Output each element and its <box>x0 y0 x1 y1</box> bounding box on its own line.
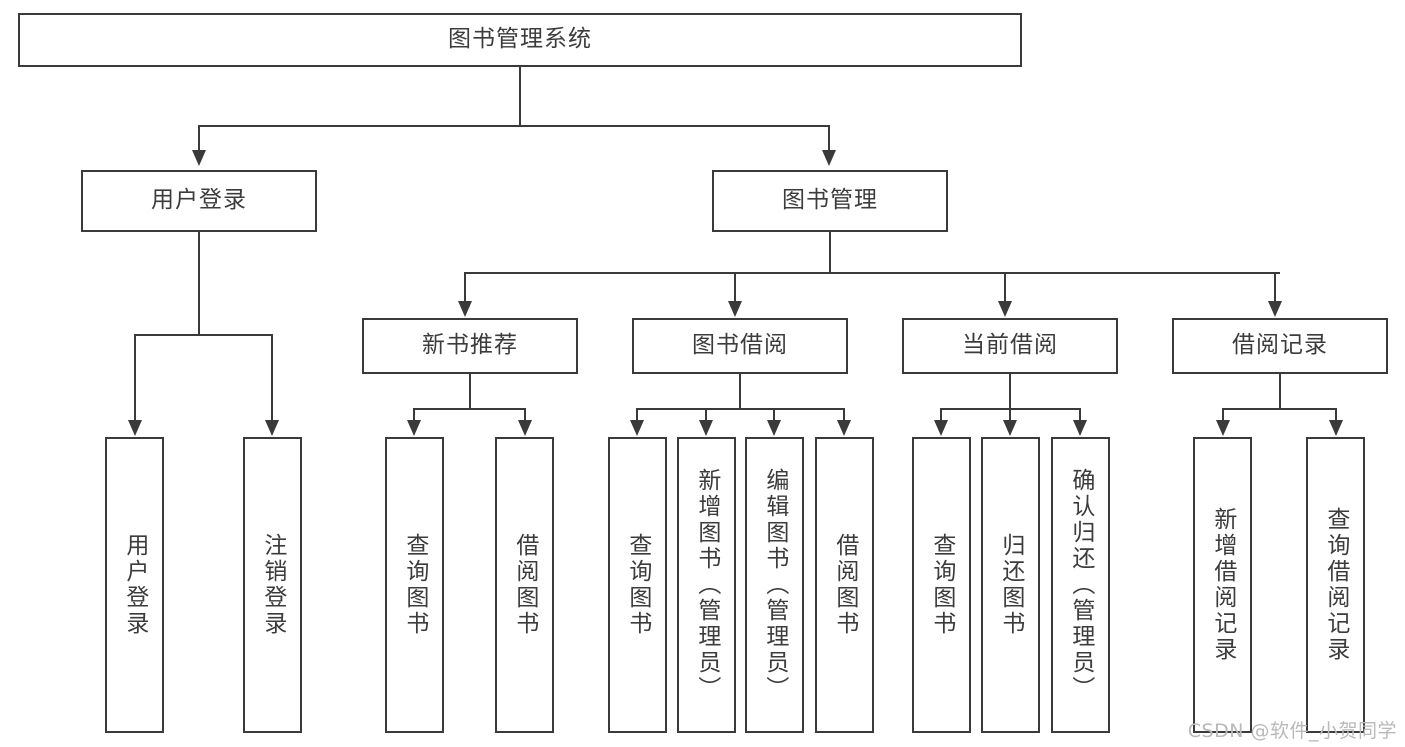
leaf-label: 归还图书 <box>997 533 1024 637</box>
connector-current-borrow-drop-1 <box>940 408 942 421</box>
arrow-to-book-borrow <box>728 301 742 317</box>
arrow-to-user-login <box>192 150 206 166</box>
connector-new-book-stem <box>469 374 471 408</box>
connector-current-borrow-drop-2 <box>1009 408 1011 421</box>
connector-root-stem <box>519 67 521 125</box>
connector-book-borrow-drop-4 <box>843 408 845 421</box>
arrow-to-leaf-query-record <box>1329 420 1343 436</box>
leaf-query-book-new[interactable]: 查询图书 <box>385 437 444 733</box>
arrow-to-leaf-borrow-book-1 <box>518 420 532 436</box>
connector-level3-drop-2 <box>734 272 736 302</box>
leaf-label: 借阅图书 <box>511 533 538 637</box>
leaf-label: 用户登录 <box>121 533 148 637</box>
connector-user-login-bus <box>134 334 272 336</box>
leaf-label: 新增图书（管理员） <box>693 468 720 702</box>
arrow-to-leaf-edit-book <box>767 420 781 436</box>
leaf-logout[interactable]: 注销登录 <box>243 437 302 733</box>
arrow-to-leaf-query-book-1 <box>407 420 421 436</box>
connector-user-login-drop-1 <box>134 334 136 421</box>
leaf-query-borrow-record[interactable]: 查询借阅记录 <box>1306 437 1365 733</box>
connector-book-borrow-drop-3 <box>773 408 775 421</box>
connector-level3-drop-1 <box>464 272 466 302</box>
connector-level2-bus <box>198 125 830 127</box>
arrow-to-leaf-add-record <box>1216 420 1230 436</box>
connector-book-borrow-bus <box>636 408 844 410</box>
leaf-borrow-book-new[interactable]: 借阅图书 <box>495 437 554 733</box>
csdn-watermark: CSDN @软件_小贺同学 <box>1187 720 1397 742</box>
arrow-to-book-manage <box>822 150 836 166</box>
arrow-to-leaf-borrow-book-2 <box>837 420 851 436</box>
node-label: 借阅记录 <box>1232 332 1328 359</box>
leaf-label: 查询图书 <box>928 533 955 637</box>
arrow-to-leaf-query-book-3 <box>934 420 948 436</box>
connector-book-borrow-stem <box>739 374 741 408</box>
leaf-add-book-admin[interactable]: 新增图书（管理员） <box>677 437 736 733</box>
leaf-borrow-book[interactable]: 借阅图书 <box>815 437 874 733</box>
leaf-add-borrow-record[interactable]: 新增借阅记录 <box>1193 437 1252 733</box>
arrow-to-leaf-user-login <box>128 420 142 436</box>
node-label: 图书管理系统 <box>448 26 592 53</box>
connector-book-manage-stem <box>829 232 831 272</box>
connector-current-borrow-drop-3 <box>1079 408 1081 421</box>
leaf-return-book[interactable]: 归还图书 <box>981 437 1040 733</box>
arrow-to-leaf-confirm-return <box>1073 420 1087 436</box>
leaf-label: 新增借阅记录 <box>1209 507 1236 663</box>
leaf-label: 查询图书 <box>401 533 428 637</box>
node-label: 用户登录 <box>151 187 247 214</box>
arrow-to-leaf-return-book <box>1003 420 1017 436</box>
connector-level3-bus <box>464 272 1280 274</box>
arrow-to-leaf-query-book-2 <box>630 420 644 436</box>
arrow-to-leaf-add-book <box>699 420 713 436</box>
node-label: 图书借阅 <box>692 332 788 359</box>
node-label: 图书管理 <box>782 187 878 214</box>
node-user-login[interactable]: 用户登录 <box>81 170 317 232</box>
leaf-edit-book-admin[interactable]: 编辑图书（管理员） <box>745 437 804 733</box>
connector-user-login-stem <box>198 232 200 334</box>
arrow-to-current-borrow <box>998 301 1012 317</box>
connector-level3-drop-4 <box>1274 272 1276 302</box>
connector-borrow-record-stem <box>1279 374 1281 408</box>
connector-new-book-bus <box>413 408 525 410</box>
leaf-user-login[interactable]: 用户登录 <box>105 437 164 733</box>
connector-borrow-record-bus <box>1222 408 1336 410</box>
leaf-label: 借阅图书 <box>831 533 858 637</box>
node-book-manage[interactable]: 图书管理 <box>712 170 948 232</box>
connector-level2-drop-left <box>198 125 200 151</box>
connector-level2-drop-right <box>828 125 830 151</box>
connector-borrow-record-drop-2 <box>1335 408 1337 421</box>
leaf-label: 查询借阅记录 <box>1322 507 1349 663</box>
node-label: 新书推荐 <box>422 332 518 359</box>
connector-new-book-drop-2 <box>524 408 526 421</box>
node-root-system[interactable]: 图书管理系统 <box>18 13 1022 67</box>
leaf-label: 确认归还（管理员） <box>1067 468 1094 702</box>
arrow-to-new-book <box>458 301 472 317</box>
connector-user-login-drop-2 <box>271 334 273 421</box>
connector-borrow-record-drop-1 <box>1222 408 1224 421</box>
connector-current-borrow-stem <box>1009 374 1011 408</box>
leaf-label: 查询图书 <box>624 533 651 637</box>
arrow-to-leaf-logout <box>265 420 279 436</box>
connector-level3-drop-3 <box>1004 272 1006 302</box>
node-current-borrow[interactable]: 当前借阅 <box>902 318 1118 374</box>
node-borrow-record[interactable]: 借阅记录 <box>1172 318 1388 374</box>
leaf-query-book-borrow[interactable]: 查询图书 <box>608 437 667 733</box>
leaf-query-book-current[interactable]: 查询图书 <box>912 437 971 733</box>
leaf-label: 编辑图书（管理员） <box>761 468 788 702</box>
connector-new-book-drop-1 <box>413 408 415 421</box>
connector-book-borrow-drop-1 <box>636 408 638 421</box>
node-new-book-recommend[interactable]: 新书推荐 <box>362 318 578 374</box>
leaf-label: 注销登录 <box>259 533 286 637</box>
leaf-confirm-return-admin[interactable]: 确认归还（管理员） <box>1051 437 1110 733</box>
node-label: 当前借阅 <box>962 332 1058 359</box>
connector-book-borrow-drop-2 <box>705 408 707 421</box>
node-book-borrow[interactable]: 图书借阅 <box>632 318 848 374</box>
arrow-to-borrow-record <box>1268 301 1282 317</box>
